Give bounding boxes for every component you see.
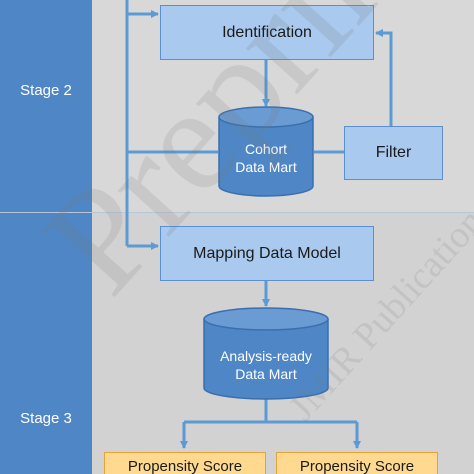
cohort-label-line2: Data Mart [235,159,297,175]
analysis-label-line1: Analysis-ready [220,348,312,364]
stage-column-3 [0,213,92,474]
filter-box: Filter [344,126,443,180]
stage-3-label: Stage 3 [20,410,72,427]
cohort-data-mart-cylinder [218,106,314,197]
cohort-label-line1: Cohort [244,141,288,157]
identification-label: Identification [222,23,312,41]
propensity-score-right-box: Propensity Score [276,452,438,474]
propensity-right-label: Propensity Score [299,458,415,474]
mapping-label: Mapping Data Model [193,244,341,262]
stage-2-label: Stage 2 [20,82,72,99]
band-divider [0,212,474,213]
cohort-label: Cohort Data Mart [219,140,313,176]
propensity-score-left-box: Propensity Score [104,452,266,474]
filter-label: Filter [375,144,412,161]
stage-column-2 [0,0,92,212]
analysis-label-line2: Data Mart [235,366,297,382]
line-analysis-split [184,398,357,424]
propensity-left-label: Propensity Score [127,458,243,474]
arrow-filter-to-identification [375,29,393,126]
identification-box: Identification [160,5,374,60]
analysis-label: Analysis-ready Data Mart [204,347,328,383]
mapping-data-model-box: Mapping Data Model [160,226,374,281]
analysis-ready-data-mart-cylinder [203,307,329,400]
